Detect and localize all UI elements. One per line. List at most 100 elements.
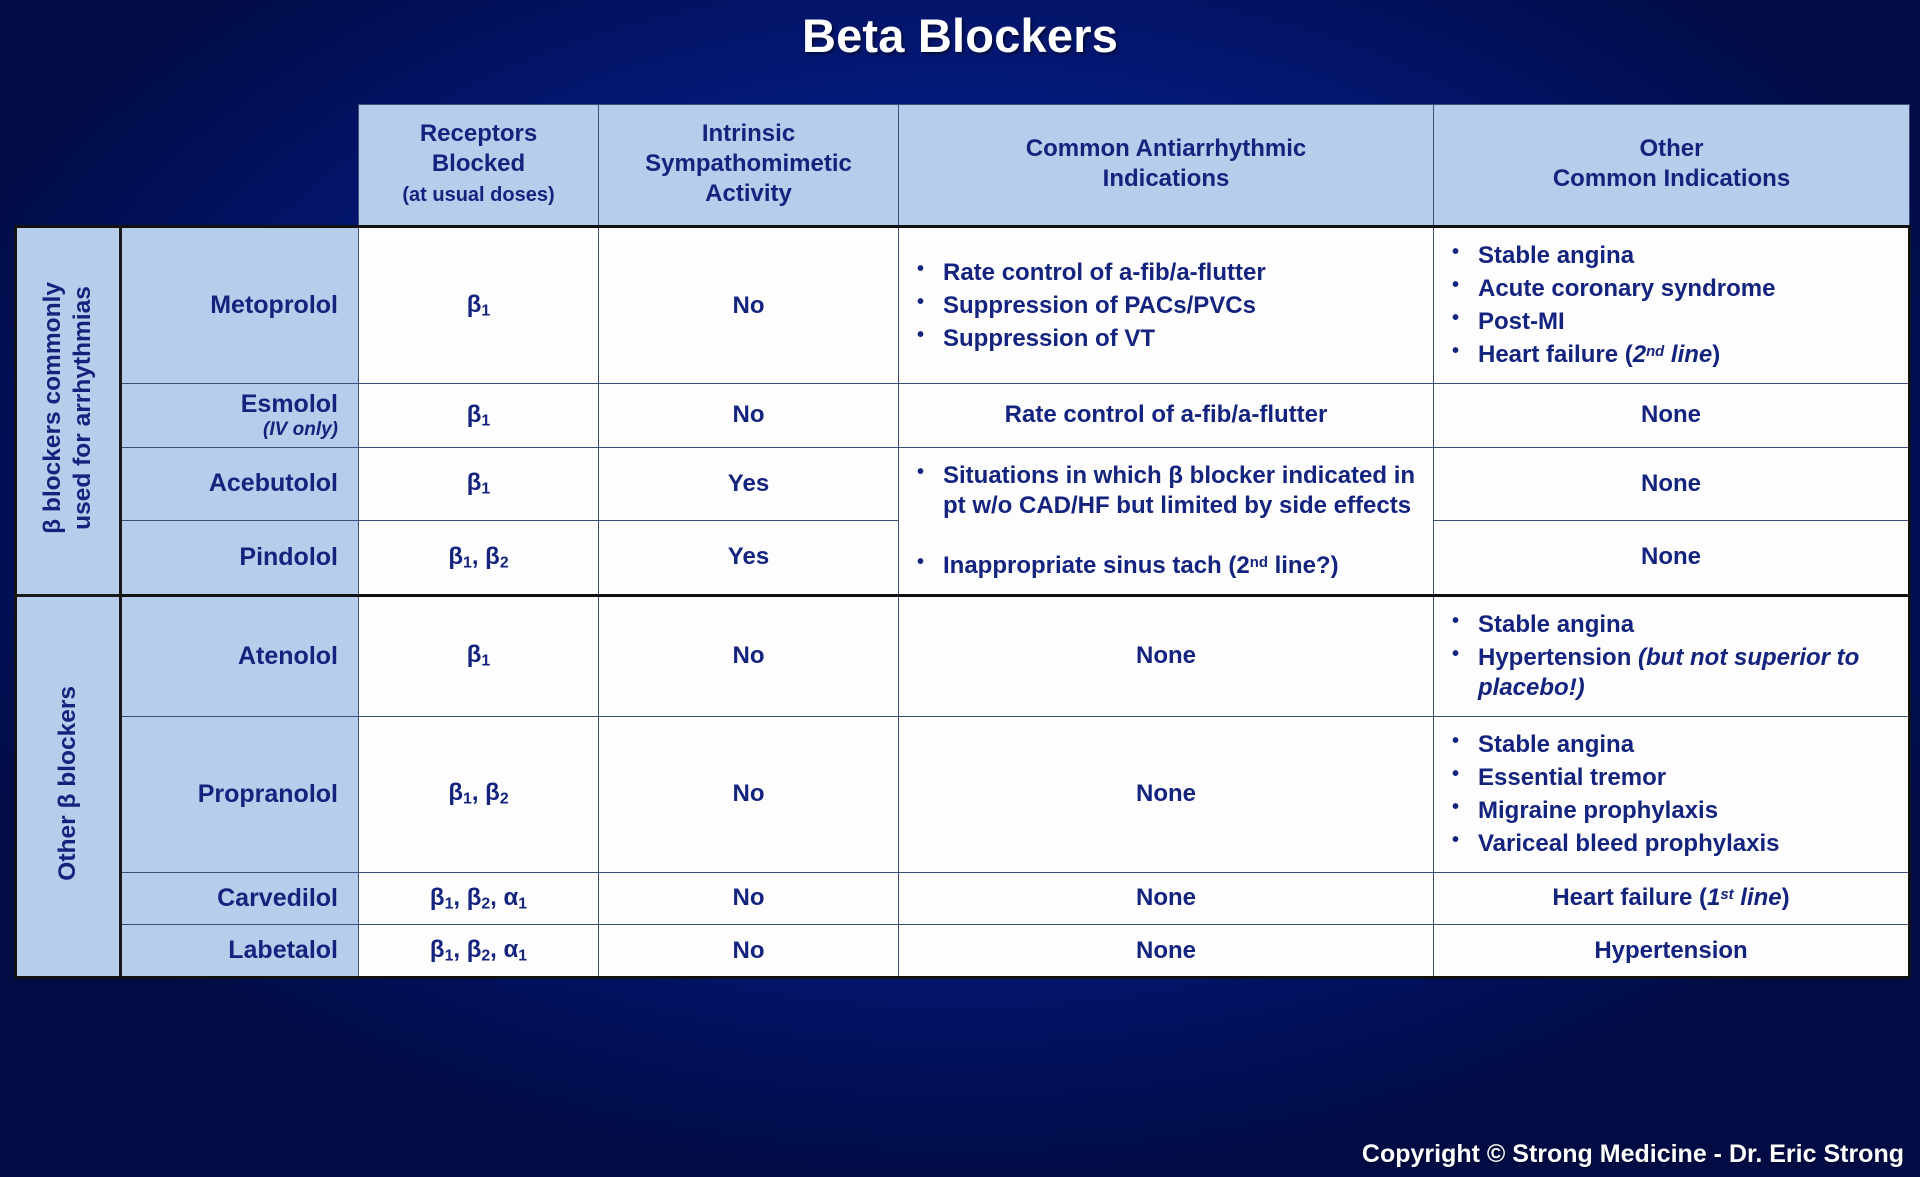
header-isa-line1: Intrinsic xyxy=(701,120,796,148)
other-indications-carvedilol: Heart failure (1st line) xyxy=(1433,871,1911,925)
other-indications-metoprolol: Stable angina Acute coronary syndrome Po… xyxy=(1433,225,1911,384)
table-row: Acebutolol β1 Yes Situations in which β … xyxy=(16,446,1911,596)
isa-value: No xyxy=(732,884,765,912)
table-row: Carvedilol β1, β2, α1 No None Heart fail… xyxy=(16,871,1911,925)
drug-note: (IV only) xyxy=(263,418,338,440)
antiarrhythmic-labetalol: None xyxy=(898,923,1434,980)
header-isa-line2: Sympathomimetic xyxy=(645,150,852,178)
group-label-text: Other β blockers xyxy=(54,686,82,881)
table-row: Labetalol β1, β2, α1 No None Hypertensio… xyxy=(16,923,1911,980)
drug-label: Carvedilol xyxy=(217,883,338,912)
drug-name-atenolol: Atenolol xyxy=(120,593,359,717)
other-indications-atenolol: Stable angina Hypertension (but not supe… xyxy=(1433,593,1911,717)
antiarrhythmic-propranolol: None xyxy=(898,715,1434,873)
list-item: Acute coronary syndrome xyxy=(1448,273,1894,304)
table-row: Esmolol (IV only) β1 No Rate control of … xyxy=(16,383,1911,448)
antiarrhythmic-carvedilol: None xyxy=(898,871,1434,925)
antiarrhythmic-acebutolol-pindolol: Situations in which β blocker indicated … xyxy=(898,446,1434,596)
drug-name-propranolol: Propranolol xyxy=(120,715,359,873)
other-indications-propranolol: Stable angina Essential tremor Migraine … xyxy=(1433,715,1911,873)
other-value: None xyxy=(1641,401,1701,429)
header-corner-group xyxy=(16,105,121,227)
list-item: Suppression of VT xyxy=(913,323,1419,354)
isa-esmolol: No xyxy=(598,383,899,448)
drug-name-pindolol: Pindolol xyxy=(120,519,359,597)
receptors-esmolol: β1 xyxy=(358,383,599,448)
header-receptors-sub: (at usual doses) xyxy=(402,183,555,206)
drug-label: Esmolol xyxy=(240,390,338,418)
table-row: Propranolol β1, β2 No None Stable angina… xyxy=(16,715,1911,873)
column-header-other-common-indications: Other Common Indications xyxy=(1433,104,1910,227)
receptors-acebutolol: β1 xyxy=(358,446,599,521)
header-isa-line3: Activity xyxy=(705,179,792,207)
list-item: Rate control of a-fib/a-flutter xyxy=(913,257,1419,288)
list-item: Post-MI xyxy=(1448,306,1894,337)
antiarrhythmic-value: Rate control of a-fib/a-flutter xyxy=(1004,401,1328,429)
table-header-row: Receptors Blocked (at usual doses) Intri… xyxy=(16,104,1910,227)
header-other-line1: Other xyxy=(1639,135,1704,163)
isa-value: No xyxy=(732,401,765,429)
drug-label: Propranolol xyxy=(197,779,338,808)
receptors-labetalol: β1, β2, α1 xyxy=(358,923,599,980)
drug-name-metoprolol: Metoprolol xyxy=(120,225,359,384)
isa-pindolol: Yes xyxy=(598,519,899,597)
isa-value: Yes xyxy=(727,543,770,571)
list-item: Situations in which β blocker indicated … xyxy=(913,460,1419,521)
table-row: Pindolol β1, β2 Yes None xyxy=(16,519,1911,597)
isa-propranolol: No xyxy=(598,715,899,873)
header-other-line2: Common Indications xyxy=(1552,165,1791,192)
list-item: Essential tremor xyxy=(1448,762,1894,793)
drug-label: Labetalol xyxy=(228,936,338,965)
beta-blockers-table: Receptors Blocked (at usual doses) Intri… xyxy=(14,104,1911,980)
antiarrhythmic-value: None xyxy=(1136,780,1196,808)
list-item: Inappropriate sinus tach (2nd line?) xyxy=(913,550,1419,581)
table-row: β blockers commonly used for arrhythmias… xyxy=(14,225,1911,597)
list-item: Hypertension (but not superior to placeb… xyxy=(1448,642,1894,703)
group-label-arrhythmia-beta-blockers: β blockers commonly used for arrhythmias xyxy=(14,225,122,597)
antiarrhythmic-metoprolol: Rate control of a-fib/a-flutter Suppress… xyxy=(898,225,1434,384)
isa-carvedilol: No xyxy=(598,871,899,925)
column-header-intrinsic-sympathomimetic-activity: Intrinsic Sympathomimetic Activity xyxy=(598,104,899,227)
isa-value: No xyxy=(732,780,765,808)
other-value: None xyxy=(1641,543,1701,571)
other-indications-list: Stable angina Essential tremor Migraine … xyxy=(1448,729,1894,859)
drug-label: Pindolol xyxy=(239,542,338,571)
list-item: Suppression of PACs/PVCs xyxy=(913,290,1419,321)
other-indications-acebutolol: None xyxy=(1433,446,1911,521)
antiarrhythmic-value: None xyxy=(1136,642,1196,670)
antiarrhythmic-list: Situations in which β blocker indicated … xyxy=(913,460,1419,581)
group-label-text: β blockers commonly used for arrhythmias xyxy=(39,281,96,534)
isa-metoprolol: No xyxy=(598,225,899,384)
header-corner-drug xyxy=(121,105,359,227)
receptors-pindolol: β1, β2 xyxy=(358,519,599,597)
antiarrhythmic-esmolol: Rate control of a-fib/a-flutter xyxy=(898,383,1434,448)
header-antiarrhythmic-line2: Indications xyxy=(1102,165,1230,192)
table-row: Other β blockers Atenolol β1 No None Sta… xyxy=(14,593,1911,980)
header-antiarrhythmic-line1: Common Antiarrhythmic xyxy=(1025,135,1307,163)
isa-value: No xyxy=(732,936,765,964)
receptors-carvedilol: β1, β2, α1 xyxy=(358,871,599,925)
drug-name-acebutolol: Acebutolol xyxy=(120,446,359,521)
antiarrhythmic-list: Rate control of a-fib/a-flutter Suppress… xyxy=(913,257,1419,354)
antiarrhythmic-value: None xyxy=(1136,884,1196,912)
isa-value: No xyxy=(732,291,765,319)
other-value: Hypertension xyxy=(1594,936,1748,964)
other-indications-esmolol: None xyxy=(1433,383,1911,448)
page-title: Beta Blockers xyxy=(801,9,1119,62)
header-receptors-line1: Receptors xyxy=(419,120,538,148)
header-receptors-line2: Blocked xyxy=(431,150,526,178)
antiarrhythmic-atenolol: None xyxy=(898,593,1434,717)
drug-label: Atenolol xyxy=(238,641,338,670)
column-header-common-antiarrhythmic-indications: Common Antiarrhythmic Indications xyxy=(898,104,1434,227)
list-item: Heart failure (2nd line) xyxy=(1448,339,1894,370)
isa-atenolol: No xyxy=(598,593,899,717)
receptors-atenolol: β1 xyxy=(358,593,599,717)
drug-name-labetalol: Labetalol xyxy=(120,923,359,980)
drug-label: Acebutolol xyxy=(208,469,338,498)
other-indications-list: Stable angina Hypertension (but not supe… xyxy=(1448,609,1894,703)
other-indications-pindolol: None xyxy=(1433,519,1911,597)
beta-blockers-table-container: Receptors Blocked (at usual doses) Intri… xyxy=(14,104,1911,980)
column-header-receptors-blocked: Receptors Blocked (at usual doses) xyxy=(358,104,599,227)
drug-name-esmolol: Esmolol (IV only) xyxy=(120,383,359,448)
list-item: Stable angina xyxy=(1448,729,1894,760)
